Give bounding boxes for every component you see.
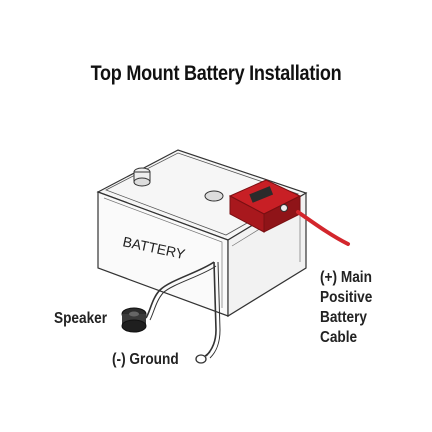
main-positive-line-2: Positive [320,289,373,306]
ground-label: (-) Ground [112,351,179,368]
ground-ring-icon [195,351,211,364]
main-positive-cable-label: (+) Main Positive Battery Cable [320,268,399,348]
battery-lid [105,152,299,236]
main-positive-line-3: Battery [320,309,368,326]
page-title: Top Mount Battery Installation [90,62,342,85]
main-positive-line-1: (+) Main [320,269,372,286]
main-positive-line-4: Cable [320,329,358,346]
speaker-wire [145,261,215,319]
negative-terminal [133,167,151,187]
speaker-label: Speaker [54,310,108,327]
main-positive-cable [296,210,350,246]
speaker-icon [121,307,147,333]
